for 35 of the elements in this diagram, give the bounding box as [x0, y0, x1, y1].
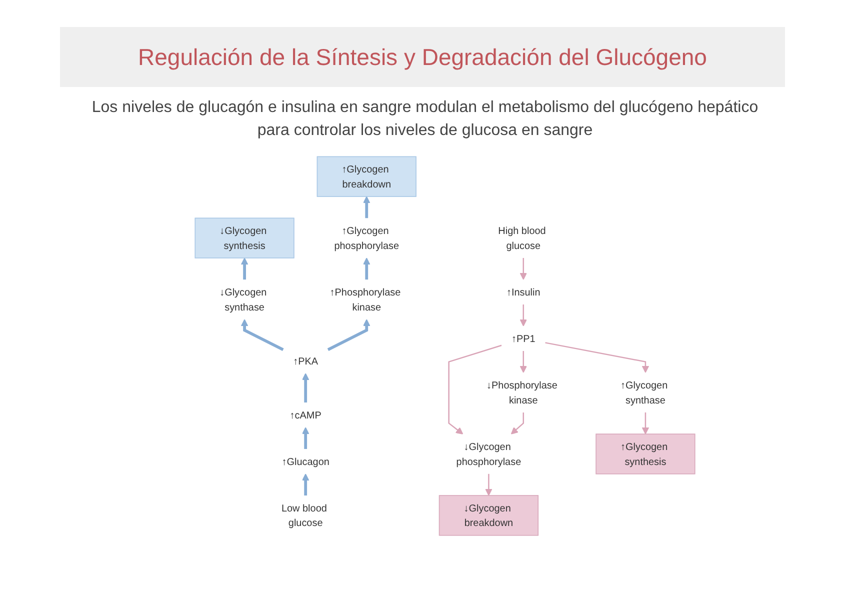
arrow: [302, 373, 310, 402]
node-text: ↓Phosphorylase kinase: [486, 379, 558, 406]
arrow: [545, 342, 650, 373]
arrow: [520, 258, 528, 280]
node-box: ↓Glycogen synthesis: [194, 218, 294, 258]
arrow: [362, 258, 370, 280]
node-box: ↑Glycogen synthesis: [596, 434, 696, 474]
arrow: [520, 350, 528, 373]
node-box: ↓Glycogen breakdown: [438, 495, 539, 536]
arrow: [448, 344, 502, 434]
node-text: ↑Glycogen synthase: [620, 379, 668, 406]
subtitle-text: Los niveles de glucagón e insulina en sangre modulan el metabolismo del glucógeno hepático para controlar los niveles de glucosa en sangre: [90, 98, 760, 141]
node-text: ↑Glycogen phosphorylase: [334, 224, 400, 252]
node-text: ↓Glycogen synthase: [220, 286, 267, 313]
arrow: [362, 196, 370, 218]
arrow: [302, 427, 310, 449]
node-text: Low blood glucose: [281, 502, 327, 529]
node-text: ↑cAMP: [290, 409, 322, 421]
arrow: [240, 258, 248, 280]
node-text: ↑PKA: [293, 355, 318, 367]
arrow: [302, 474, 310, 496]
node-text: ↑Insulin: [506, 286, 540, 298]
arrow: [510, 412, 524, 434]
arrow: [327, 319, 370, 351]
node-text: ↑Glucagon: [282, 456, 330, 468]
node-text: ↑PP1: [511, 332, 536, 344]
node-text: High blood glucose: [498, 224, 546, 252]
node-text: ↑Phosphorylase kinase: [330, 286, 401, 313]
title-banner: Regulación de la Síntesis y Degradación del Glucógeno: [60, 27, 785, 87]
arrow: [240, 319, 284, 351]
node-box: ↑Glycogen breakdown: [316, 156, 416, 197]
arrow: [520, 304, 528, 326]
arrow: [485, 474, 492, 496]
node-text: ↓Glycogen phosphorylase: [456, 440, 522, 468]
arrow: [642, 412, 650, 434]
